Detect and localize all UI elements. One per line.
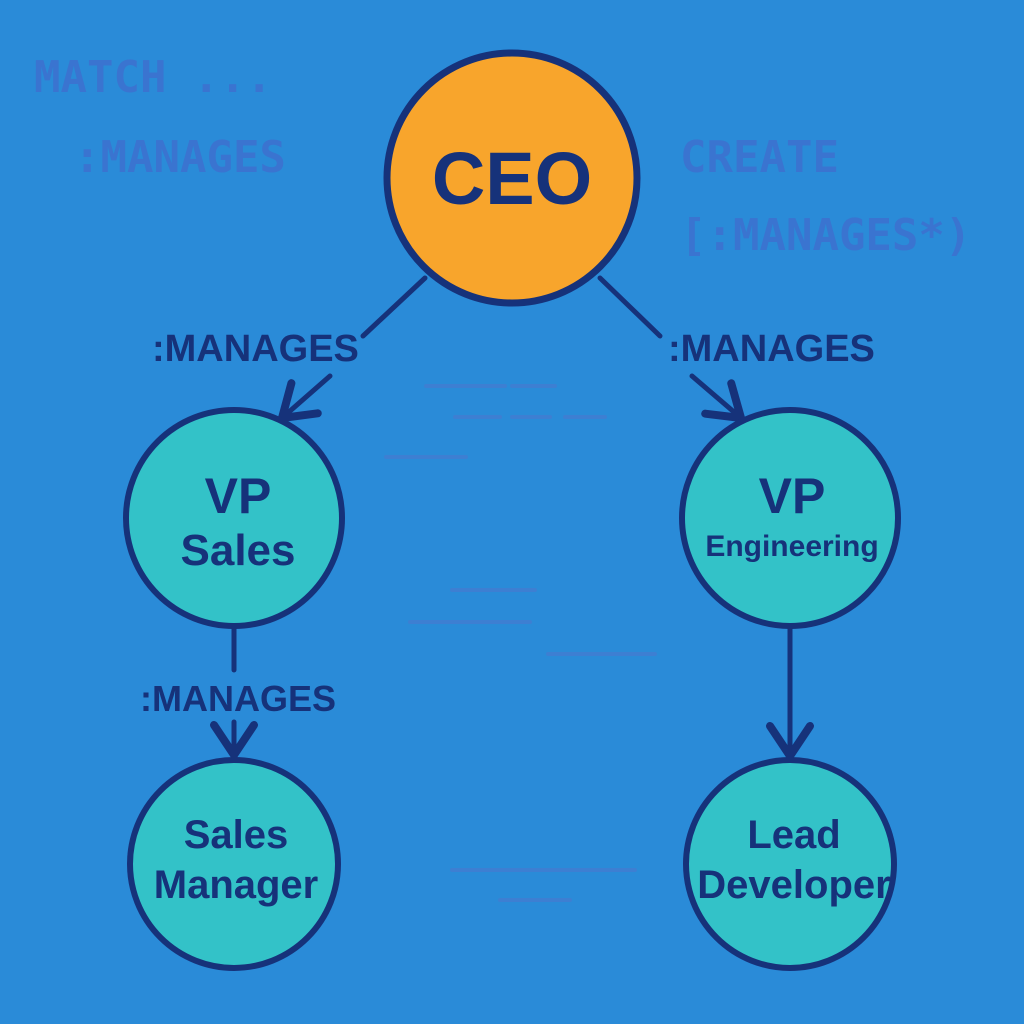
- edge-ceo-vp-engineering-arrow: [689, 373, 745, 422]
- node-vp-sales-line2: Sales: [181, 526, 296, 575]
- decorative-dashes: [384, 384, 657, 902]
- node-lead-developer-line1: Lead: [747, 813, 840, 857]
- edge-label-vp-sales-sales-manager: :MANAGES: [140, 678, 336, 719]
- node-sales-manager[interactable]: Sales Manager: [127, 757, 341, 971]
- node-vp-engineering[interactable]: VP Engineering: [679, 407, 901, 629]
- bg-code-manages: :MANAGES: [74, 132, 286, 183]
- edge-ceo-vp-sales-arrow: [278, 373, 333, 422]
- bg-code-manages-star: [:MANAGES*): [680, 210, 971, 261]
- node-lead-developer-line2: Developer: [697, 863, 890, 907]
- edge-ceo-vp-sales-upper: [360, 275, 428, 339]
- edge-ceo-vp-engineering-upper: [597, 275, 663, 339]
- bg-code-match: MATCH ...: [34, 52, 272, 103]
- node-vp-engineering-line2: Engineering: [705, 530, 878, 563]
- node-ceo-label: CEO: [432, 137, 592, 220]
- edge-label-ceo-vp-engineering: :MANAGES: [668, 328, 875, 370]
- node-ceo[interactable]: CEO: [383, 49, 641, 307]
- edge-label-ceo-vp-sales: :MANAGES: [152, 328, 359, 370]
- node-sales-manager-line1: Sales: [184, 813, 289, 857]
- edges: [210, 275, 814, 760]
- node-vp-sales[interactable]: VP Sales: [123, 407, 345, 629]
- node-sales-manager-line2: Manager: [154, 863, 319, 907]
- node-vp-engineering-line1: VP: [759, 468, 826, 524]
- node-vp-sales-line1: VP: [205, 468, 272, 524]
- bg-code-create: CREATE: [680, 132, 839, 183]
- node-lead-developer[interactable]: Lead Developer: [683, 757, 897, 971]
